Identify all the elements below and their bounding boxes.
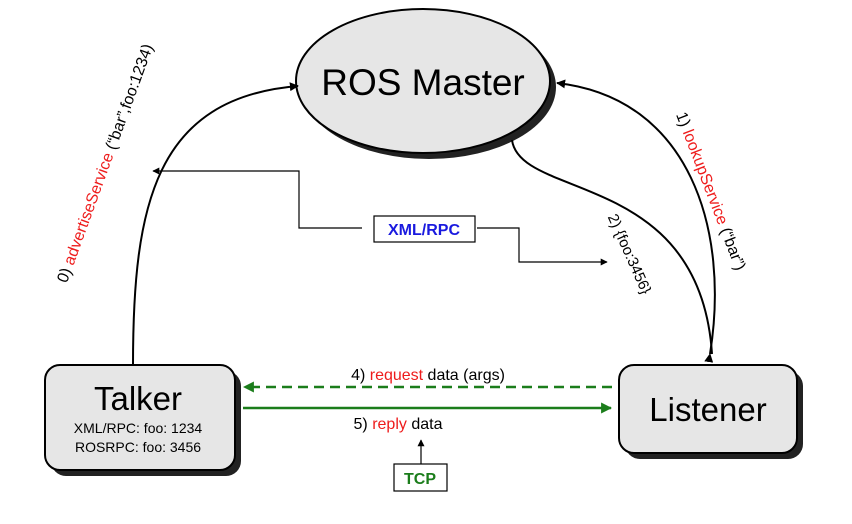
advertise-args: (“bar”,foo:1234) [101,42,157,156]
reply-args: data [407,416,443,433]
lookup-arrow [556,79,716,363]
talker-node[interactable] [44,364,236,471]
advertise-arrow [132,82,299,366]
lookup-args: (“bar”) [715,221,748,273]
xmlrpc-line-right [477,227,608,266]
xmlrpc-badge [373,215,476,243]
request-step-label: 4) request data (args) [351,367,505,384]
tcp-badge [393,463,448,492]
response-step-label: 2) {foo:3456} [604,211,654,296]
request-args: data (args) [423,367,505,384]
request-step-number: 4) [351,367,370,384]
request-call: request [370,367,424,384]
lookup-step-label: 1) lookupService (“bar”) [672,110,748,273]
xmlrpc-line-left [152,167,362,229]
advertise-step-label: 0) advertiseService (“bar”,foo:1234) [55,42,157,285]
reply-step-label: 5) reply data [354,416,443,433]
ros-master-node[interactable] [295,8,551,154]
talker-rosrpc-port: ROSRPC: foo: 3456 [75,439,201,455]
talker-label: Talker [94,380,182,417]
tcp-label: TCP [404,471,436,488]
talker-xmlrpc-port: XML/RPC: foo: 1234 [74,420,203,436]
reply-call: reply [372,416,407,433]
ros-master-label: ROS Master [321,62,525,103]
lookup-step-number: 1) [672,110,695,134]
listener-node[interactable] [618,364,798,454]
advertise-step-number: 0) [55,262,77,285]
listener-label: Listener [649,391,766,428]
xmlrpc-label: XML/RPC [388,222,460,239]
advertise-call: advertiseService [61,150,117,267]
response-curve [511,139,713,355]
reply-step-number: 5) [354,416,373,433]
